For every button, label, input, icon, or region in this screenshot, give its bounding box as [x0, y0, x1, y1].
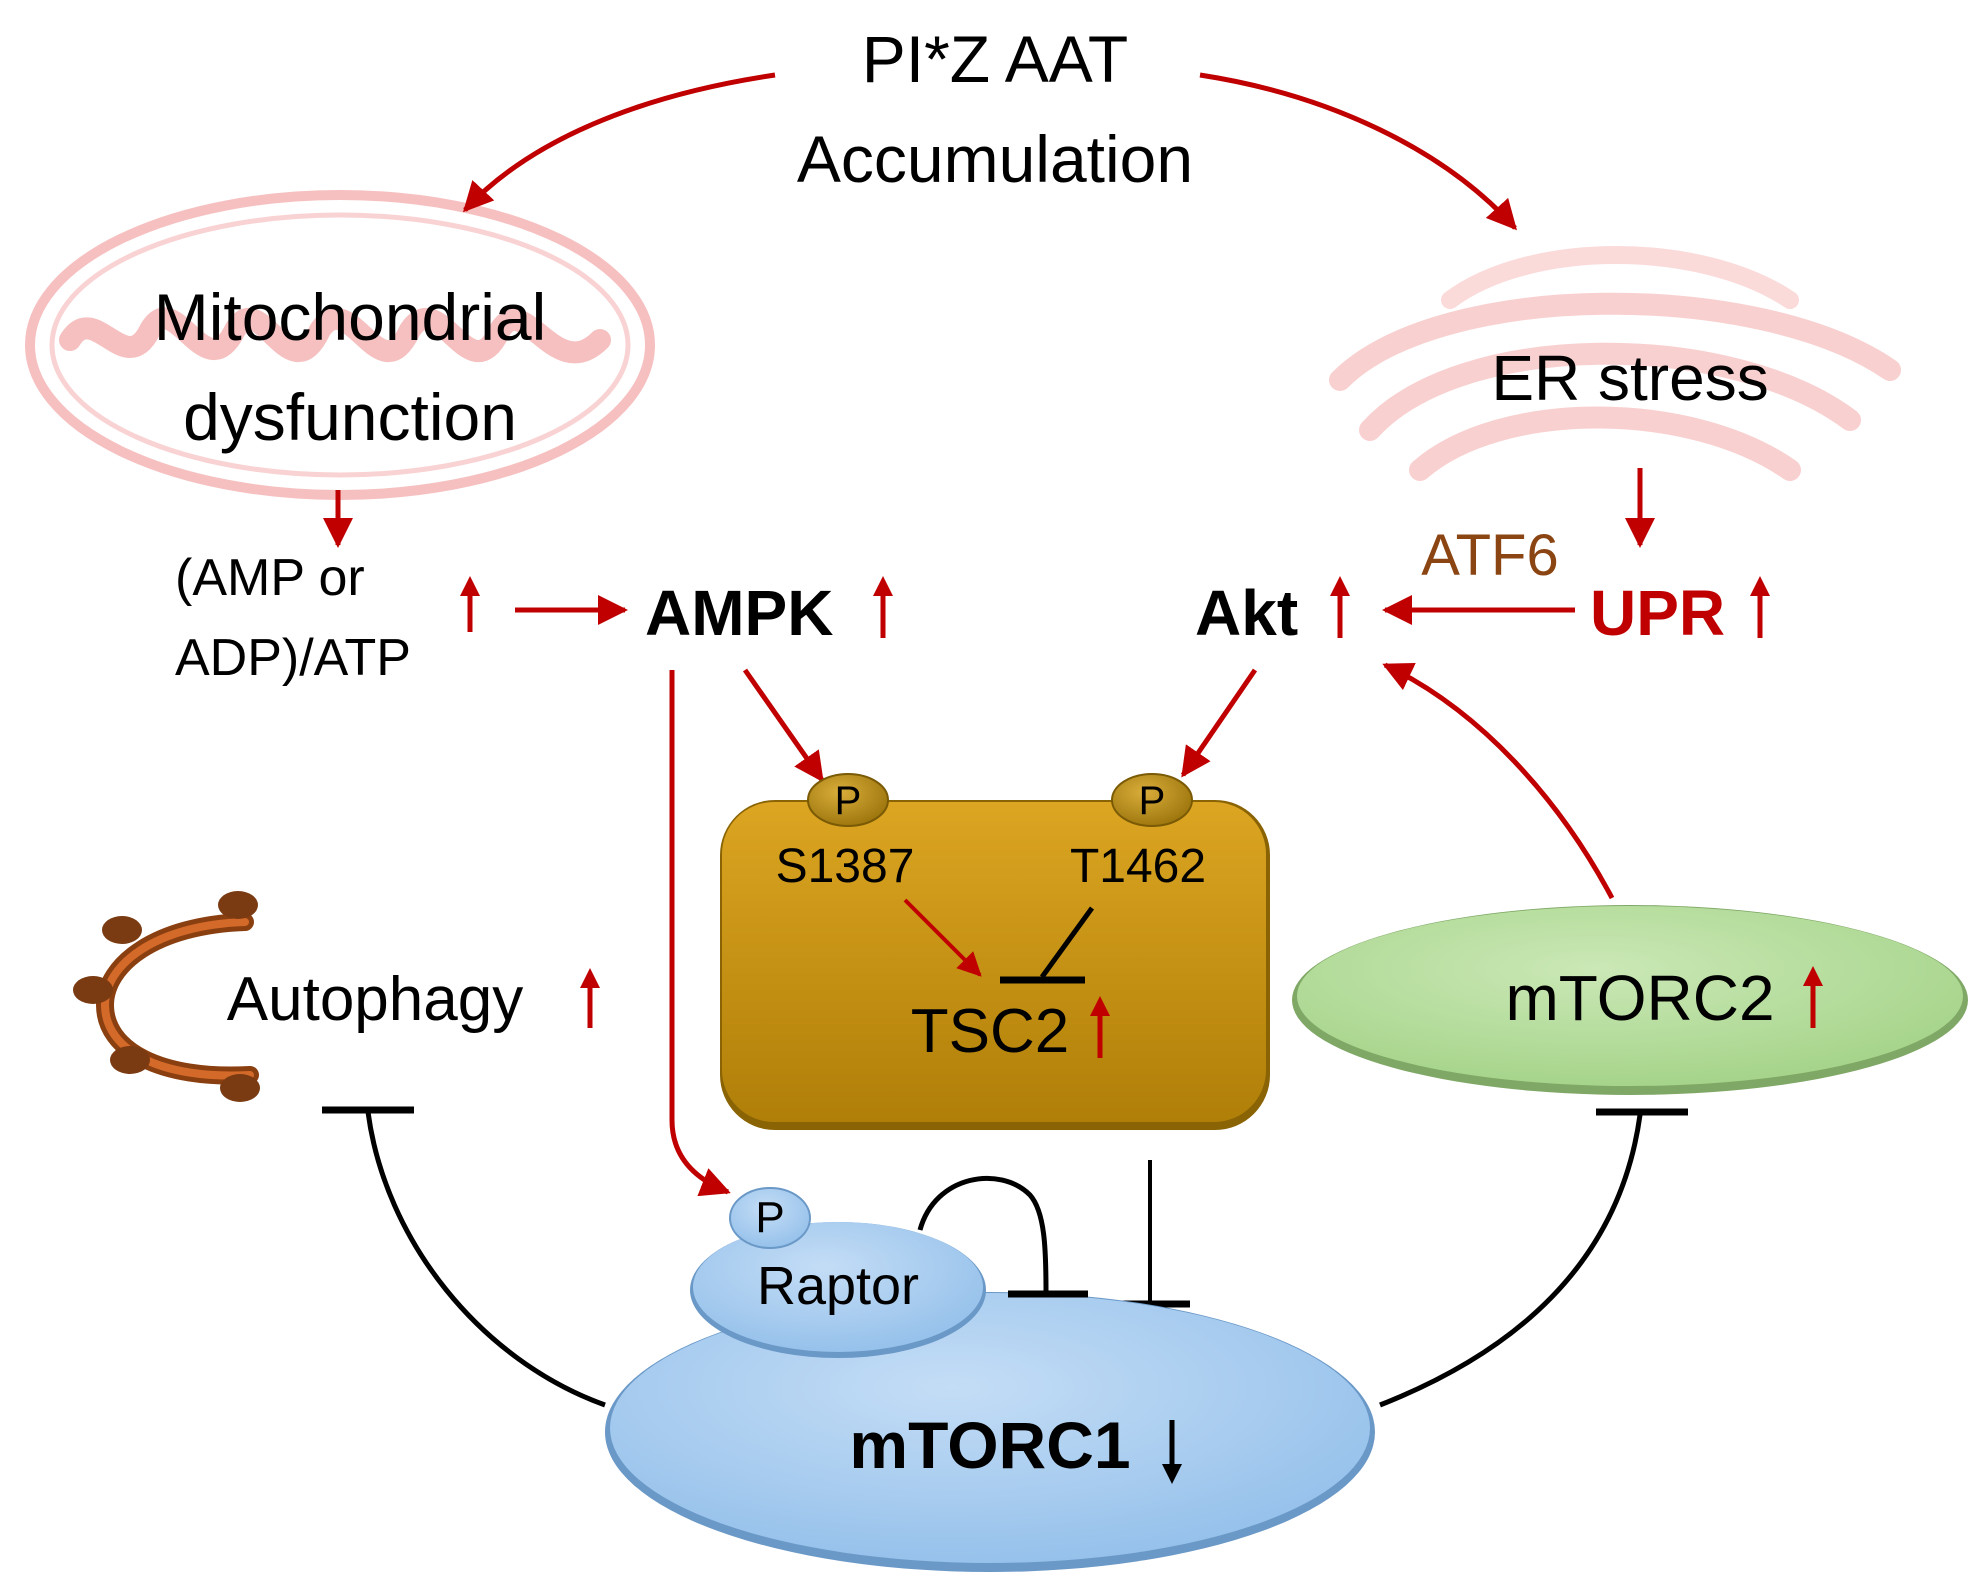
up-arrow-icon [1090, 996, 1110, 1058]
akt-label: Akt [1195, 577, 1298, 649]
mtorc2-complex [1292, 905, 1968, 1095]
arrow-akt-to-t1462 [1180, 668, 1258, 778]
mito-label-line1: Mitochondrial [154, 280, 547, 354]
inhibition-t1462-to-tsc2 [1000, 906, 1095, 984]
svg-text:P: P [755, 1193, 784, 1242]
arrow-s1387-to-tsc2 [903, 898, 982, 977]
source-title-line2: Accumulation [797, 122, 1193, 196]
down-arrow-icon [1162, 1420, 1182, 1484]
ratio-label-line2: ADP)/ATP [175, 629, 411, 687]
atf6-label: ATF6 [1421, 523, 1559, 588]
tsc2-complex [720, 800, 1270, 1130]
mtorc1-label: mTORC1 [849, 1408, 1130, 1482]
up-arrow-icon [873, 576, 893, 638]
inhibition-mtorc1-to-autophagy [322, 1106, 606, 1408]
site-s1387-label: S1387 [776, 840, 915, 893]
inhibition-mtorc1-to-mtorc2 [1379, 1108, 1688, 1408]
autophagosome-icon [73, 891, 260, 1102]
arrow-mtorc2-to-akt [1382, 662, 1615, 900]
ampk-label: AMPK [645, 577, 833, 649]
up-arrow-icon [580, 968, 600, 1028]
autophagy-label: Autophagy [227, 965, 523, 1034]
raptor-label: Raptor [757, 1256, 919, 1316]
arrow-ampk-to-s1387 [742, 668, 825, 783]
mtorc2-label: mTORC2 [1505, 962, 1774, 1034]
source-title-line1: PI*Z AAT [862, 22, 1129, 96]
site-t1462-label: T1462 [1070, 840, 1206, 893]
phospho-site-raptor: P [729, 1187, 811, 1249]
svg-text:P: P [1139, 779, 1166, 823]
endoplasmic-reticulum-icon [1329, 246, 1901, 481]
raptor-subunit [690, 1222, 986, 1358]
inhibition-raptor-to-mtorc1 [917, 1175, 1088, 1298]
inhibition-tsc2-to-mtorc1 [1112, 1160, 1190, 1308]
upr-label: UPR [1590, 577, 1725, 649]
up-arrow-icon [460, 576, 480, 632]
tsc2-label: TSC2 [911, 997, 1069, 1066]
up-arrow-icon [1803, 966, 1823, 1028]
er-stress-label: ER stress [1491, 342, 1768, 414]
mito-label-line2: dysfunction [183, 380, 517, 454]
up-arrow-icon [1750, 576, 1770, 638]
arrow-accumulation-to-er [1199, 72, 1518, 231]
arrow-accumulation-to-mito [462, 72, 776, 213]
svg-text:P: P [835, 779, 862, 823]
mtorc1-complex [605, 1292, 1375, 1572]
phospho-site-t1462: P [1111, 773, 1193, 827]
up-arrow-icon [1330, 576, 1350, 638]
phospho-site-s1387: P [807, 773, 889, 827]
arrow-ampk-to-raptor [669, 670, 731, 1197]
ratio-label-line1: (AMP or [175, 549, 365, 607]
